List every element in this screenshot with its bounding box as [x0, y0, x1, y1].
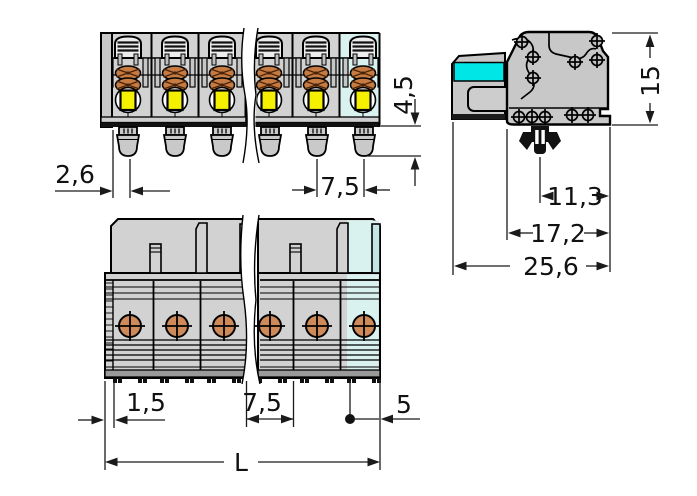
dim-side-depth-total: 25,6	[523, 252, 579, 281]
break-gap	[240, 215, 260, 384]
dim-front-pin-offset: 2,6	[55, 160, 95, 189]
solder-pin	[163, 126, 187, 157]
break-line	[241, 27, 248, 164]
dim-front-pin-length: 4,5	[389, 75, 418, 115]
solder-pin	[258, 126, 282, 157]
front-housing	[100, 27, 406, 164]
dim-bottom-total-length: L	[234, 448, 248, 477]
front-view: 2,6 7,5 4,5	[55, 27, 421, 201]
front-pole-3	[197, 31, 247, 120]
latch	[336, 222, 349, 274]
dim-bottom-end-offset: 5	[396, 390, 412, 419]
solder-pin	[305, 126, 329, 157]
break-line	[253, 27, 260, 164]
latch	[149, 243, 162, 274]
latch	[289, 243, 302, 274]
latch	[195, 222, 208, 274]
end-wall	[100, 32, 113, 128]
dim-front-pitch: 7,5	[320, 172, 360, 201]
dim-side-depth-body: 17,2	[530, 219, 586, 248]
bottom-view: 1,5 7,5 5 L	[78, 214, 420, 477]
front-pole-2	[150, 31, 200, 120]
bottom-dimensions: 1,5 7,5 5 L	[78, 381, 420, 477]
side-view: 15 11,3 17,2 25,6	[451, 30, 665, 281]
side-dimensions: 15 11,3 17,2 25,6	[452, 32, 665, 281]
dim-side-latch-offset: 11,3	[547, 182, 603, 211]
solder-pin	[352, 126, 376, 157]
dim-side-height: 15	[636, 65, 665, 97]
dimension-origin-dot	[345, 414, 355, 424]
dim-bottom-pitch: 7,5	[242, 388, 282, 417]
cyan-stripe	[453, 61, 505, 82]
dim-bottom-wall: 1,5	[126, 388, 166, 417]
side-housing	[451, 30, 612, 154]
solder-pin	[116, 126, 140, 157]
break-line	[240, 214, 248, 385]
solder-pin	[210, 126, 234, 157]
break-line	[253, 214, 261, 385]
snap-in-foot	[519, 126, 561, 154]
bottom-housing	[104, 214, 381, 385]
front-pole-5	[291, 31, 341, 120]
front-dimensions: 2,6 7,5 4,5	[55, 75, 421, 201]
